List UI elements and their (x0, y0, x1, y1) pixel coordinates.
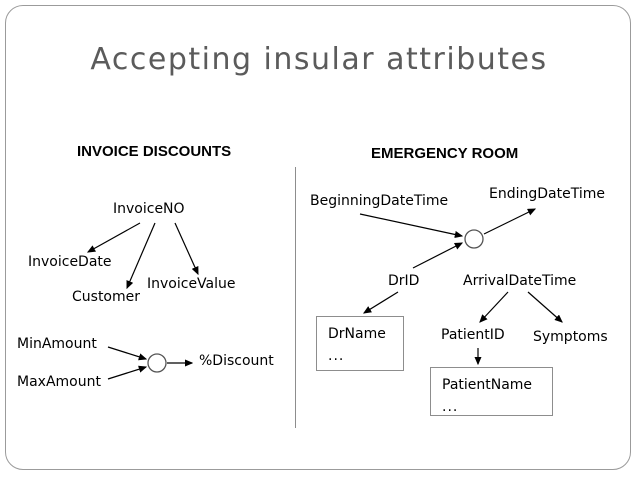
panel-heading-invoice-discounts: INVOICE DISCOUNTS (77, 143, 232, 160)
node-dr-id: DrID (388, 273, 420, 289)
entity-box-drname: DrName ... (316, 316, 404, 371)
node-min-amount: MinAmount (17, 336, 97, 352)
entity-box-drname-title: DrName (328, 326, 386, 342)
panel-divider (295, 167, 296, 428)
node-beginning-date-time: BeginningDateTime (310, 193, 449, 209)
node-symptoms: Symptoms (533, 329, 608, 345)
entity-box-patientname: PatientName ... (430, 367, 553, 416)
panel-heading-emergency-room: EMERGENCY ROOM (371, 145, 519, 162)
entity-box-patientname-title: PatientName (442, 377, 533, 393)
node-invoice-date: InvoiceDate (28, 254, 112, 270)
entity-box-drname-ellipsis: ... (328, 348, 345, 364)
node-max-amount: MaxAmount (17, 374, 101, 390)
node-invoice-no: InvoiceNO (113, 201, 185, 217)
node-patient-id: PatientID (441, 327, 505, 343)
node-percent-discount: %Discount (199, 353, 274, 369)
node-arrival-date-time: ArrivalDateTime (463, 273, 577, 289)
node-invoice-value: InvoiceValue (147, 276, 236, 292)
node-ending-date-time: EndingDateTime (489, 186, 605, 202)
node-customer: Customer (72, 289, 141, 305)
page-title: Accepting insular attributes (90, 42, 548, 77)
entity-box-patientname-ellipsis: ... (442, 399, 459, 415)
